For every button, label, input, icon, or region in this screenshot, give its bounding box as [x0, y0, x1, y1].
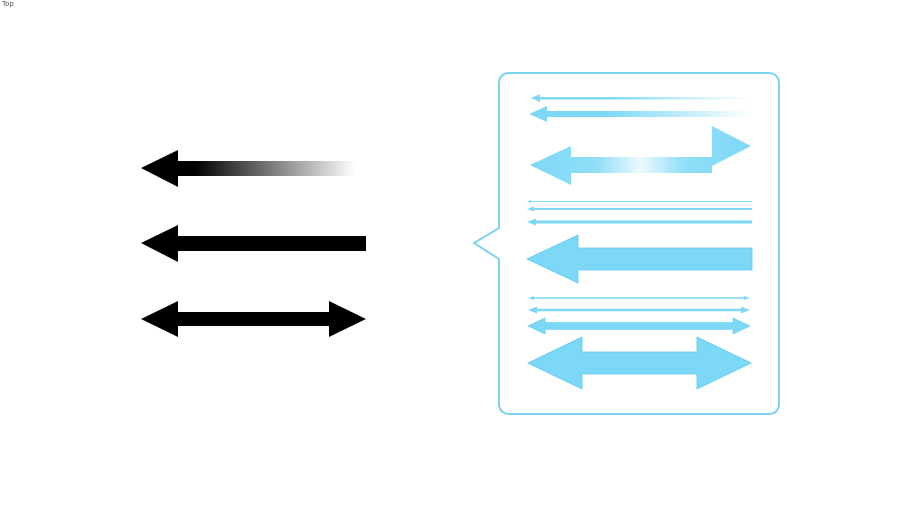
- thin-double-arrow-icon[interactable]: [527, 317, 751, 335]
- thin-double-arrow-icon[interactable]: [528, 296, 750, 300]
- viewport-label: Top: [2, 0, 14, 8]
- large-double-arrow-icon[interactable]: [527, 336, 752, 390]
- thin-double-arrow-icon[interactable]: [528, 306, 750, 314]
- double-headed-arrow-icon[interactable]: [141, 301, 366, 337]
- gradient-left-arrow-icon[interactable]: [141, 150, 355, 187]
- thin-left-arrow-icon[interactable]: [527, 206, 752, 212]
- gradient-double-arrow-icon[interactable]: [530, 126, 751, 185]
- callout-arrow-group: [526, 94, 753, 390]
- large-left-arrow-icon[interactable]: [526, 234, 753, 284]
- thin-left-arrow-icon[interactable]: [527, 200, 752, 203]
- left-arrow-group: [141, 150, 366, 337]
- thin-gradient-left-arrow-icon[interactable]: [531, 94, 750, 102]
- thin-left-arrow-icon[interactable]: [527, 218, 752, 226]
- solid-left-arrow-icon[interactable]: [141, 225, 366, 262]
- medium-gradient-left-arrow-icon[interactable]: [529, 106, 752, 122]
